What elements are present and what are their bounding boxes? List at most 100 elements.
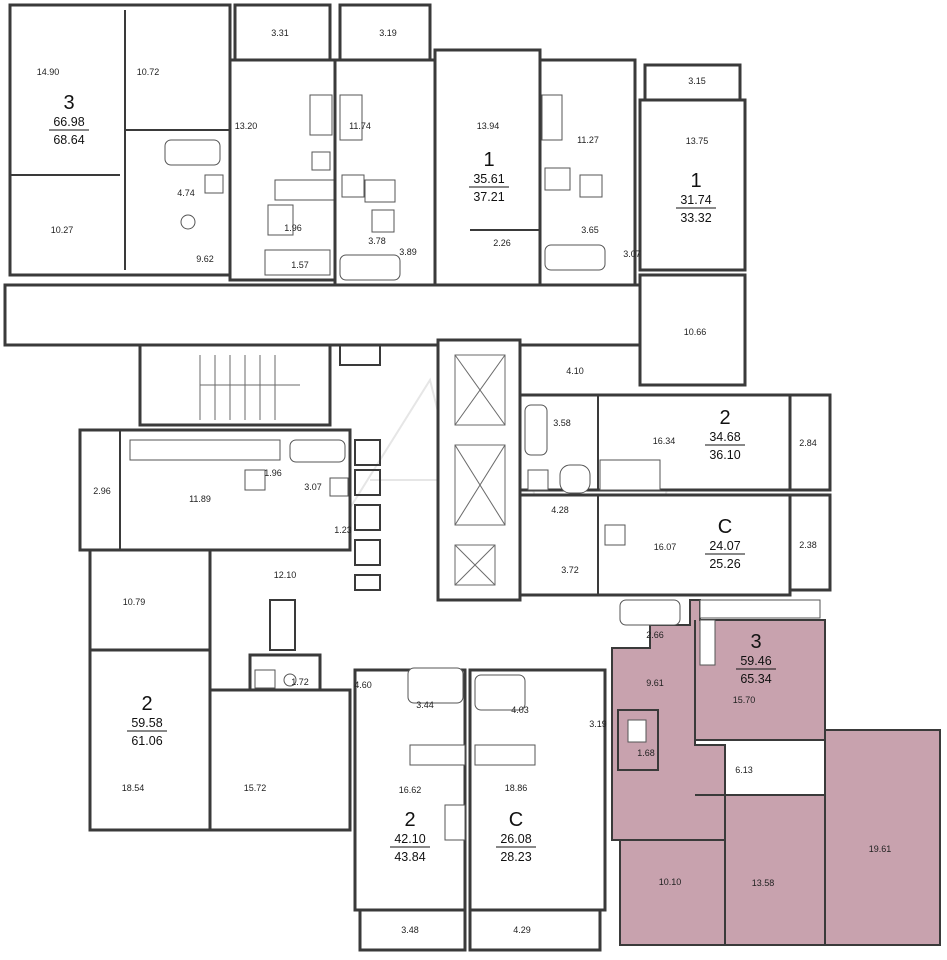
room-area-label: 13.20 [235,121,258,131]
unit-living-area: 42.10 [394,832,425,846]
room-area-label: 11.89 [189,494,211,504]
room-area-label: 4.03 [511,705,529,715]
lift-shaft [436,338,522,602]
room-area-label: 3.07 [304,482,322,492]
room-area-label: 1.96 [264,468,282,478]
room-area-label: 18.54 [122,783,145,793]
room-area-label: 3.58 [553,418,571,428]
unit-type-label: 3 [750,631,761,653]
balcony-2-38 [788,493,832,592]
unit-type-label: 3 [63,92,74,114]
room-area-label: 1.72 [291,677,309,687]
room-area-label: 13.75 [686,136,709,146]
unit-living-area: 59.46 [740,654,771,668]
room-area-label: 15.72 [244,783,267,793]
room-area-label: 14.90 [37,67,60,77]
room-area-label: 2.96 [93,486,111,496]
room-area-label: 4.60 [354,680,372,690]
room-area-label: 3.78 [368,236,386,246]
room-area-label: 1.68 [637,748,655,758]
unit-type-label: 1 [483,149,494,171]
room-10-79 [88,548,212,652]
balcony-3-48 [358,908,467,952]
balcony-3-15 [643,63,742,107]
unit-living-area: 34.68 [709,430,740,444]
room-area-label: 4.10 [566,366,584,376]
room-area-label: 3.19 [379,28,397,38]
room-area-label: 13.94 [477,121,500,131]
room-area-label: 10.27 [51,225,74,235]
balcony-4-29 [468,908,602,952]
room-area-label: 9.62 [196,254,214,264]
room-area-label: 3.65 [581,225,599,235]
room-area-label: 1.23 [334,525,352,535]
unit-living-area: 24.07 [709,539,740,553]
room-area-label: 10.10 [659,877,682,887]
room-area-label: 10.66 [684,327,707,337]
room-area-label: 4.28 [551,505,569,515]
room-area-label: 16.34 [653,436,676,446]
room-area-label: 3.31 [271,28,289,38]
unit-type-label: 2 [141,693,152,715]
unit-total-area: 65.34 [740,672,771,686]
unit-label-uc-right: C24.07 25.26 [705,516,745,571]
room-area-label: 1.57 [291,260,309,270]
room-area-label: 3.72 [561,565,579,575]
room-10-66 [638,273,747,387]
room-area-label: 3.89 [399,247,417,257]
room-area-label: 3.44 [416,700,434,710]
unit-type-label: C [509,809,523,831]
unit-type-label: C [718,516,732,538]
room-area-label: 2.26 [493,238,511,248]
room-area-label: 12.10 [274,570,297,580]
lift-crosses [454,354,506,586]
unit-living-area: 31.74 [680,193,711,207]
unit-2-bottom-left-outline[interactable] [88,648,212,832]
unit-total-area: 68.64 [53,133,84,147]
unit-total-area: 43.84 [394,850,425,864]
unit-kitchen-11-74 [333,58,437,287]
unit-1-top-right-outline[interactable] [638,98,747,272]
unit-total-area: 25.26 [709,557,740,571]
unit-labels: 366.9868.64135.6137.21131.7433.32234.683… [49,92,776,864]
unit-living-area: 59.58 [131,716,162,730]
corridor-upper [3,283,647,347]
service-shafts [269,344,381,651]
unit-living-area: 26.08 [500,832,531,846]
room-area-label: 19.61 [869,844,892,854]
room-area-label: 4.74 [177,188,195,198]
room-area-label: 3.48 [401,925,419,935]
unit-total-area: 36.10 [709,448,740,462]
unit-label-uc-bottom-center: C26.08 28.23 [496,809,536,864]
room-area-label: 16.07 [654,542,677,552]
room-area-label: 1.96 [284,223,302,233]
unit-2-bottom-center-outline[interactable] [353,668,467,912]
balcony-3-31 [233,3,332,62]
unit-living-area: 66.98 [53,115,84,129]
room-area-label: 2.84 [799,438,817,448]
unit-total-area: 33.32 [680,211,711,225]
unit-label-u2-right: 234.68 36.10 [705,407,745,462]
unit-label-u2-bottom-left: 259.58 61.06 [127,693,167,748]
room-area-label: 13.58 [752,878,775,888]
unit-total-area: 61.06 [131,734,162,748]
room-area-label: 2.66 [646,630,664,640]
room-area-label: 10.79 [123,597,146,607]
room-area-label: 11.74 [349,121,371,131]
unit-label-u3-top-left: 366.98 68.64 [49,92,89,147]
unit-3-bottom-right-highlighted[interactable] [611,599,941,946]
unit-total-area: 28.23 [500,850,531,864]
room-area-label: 18.86 [505,783,528,793]
room-area-label: 10.72 [137,67,160,77]
room-area-label: 3.19 [589,719,607,729]
unit-type-label: 2 [404,809,415,831]
room-area-label: 15.70 [733,695,756,705]
unit-type-label: 2 [719,407,730,429]
room-area-label: 3.15 [688,76,706,86]
room-area-label: 2.38 [799,540,817,550]
room-area-label: 9.61 [646,678,664,688]
unit-total-area: 37.21 [473,190,504,204]
unit-c-right-outline[interactable] [518,493,792,597]
